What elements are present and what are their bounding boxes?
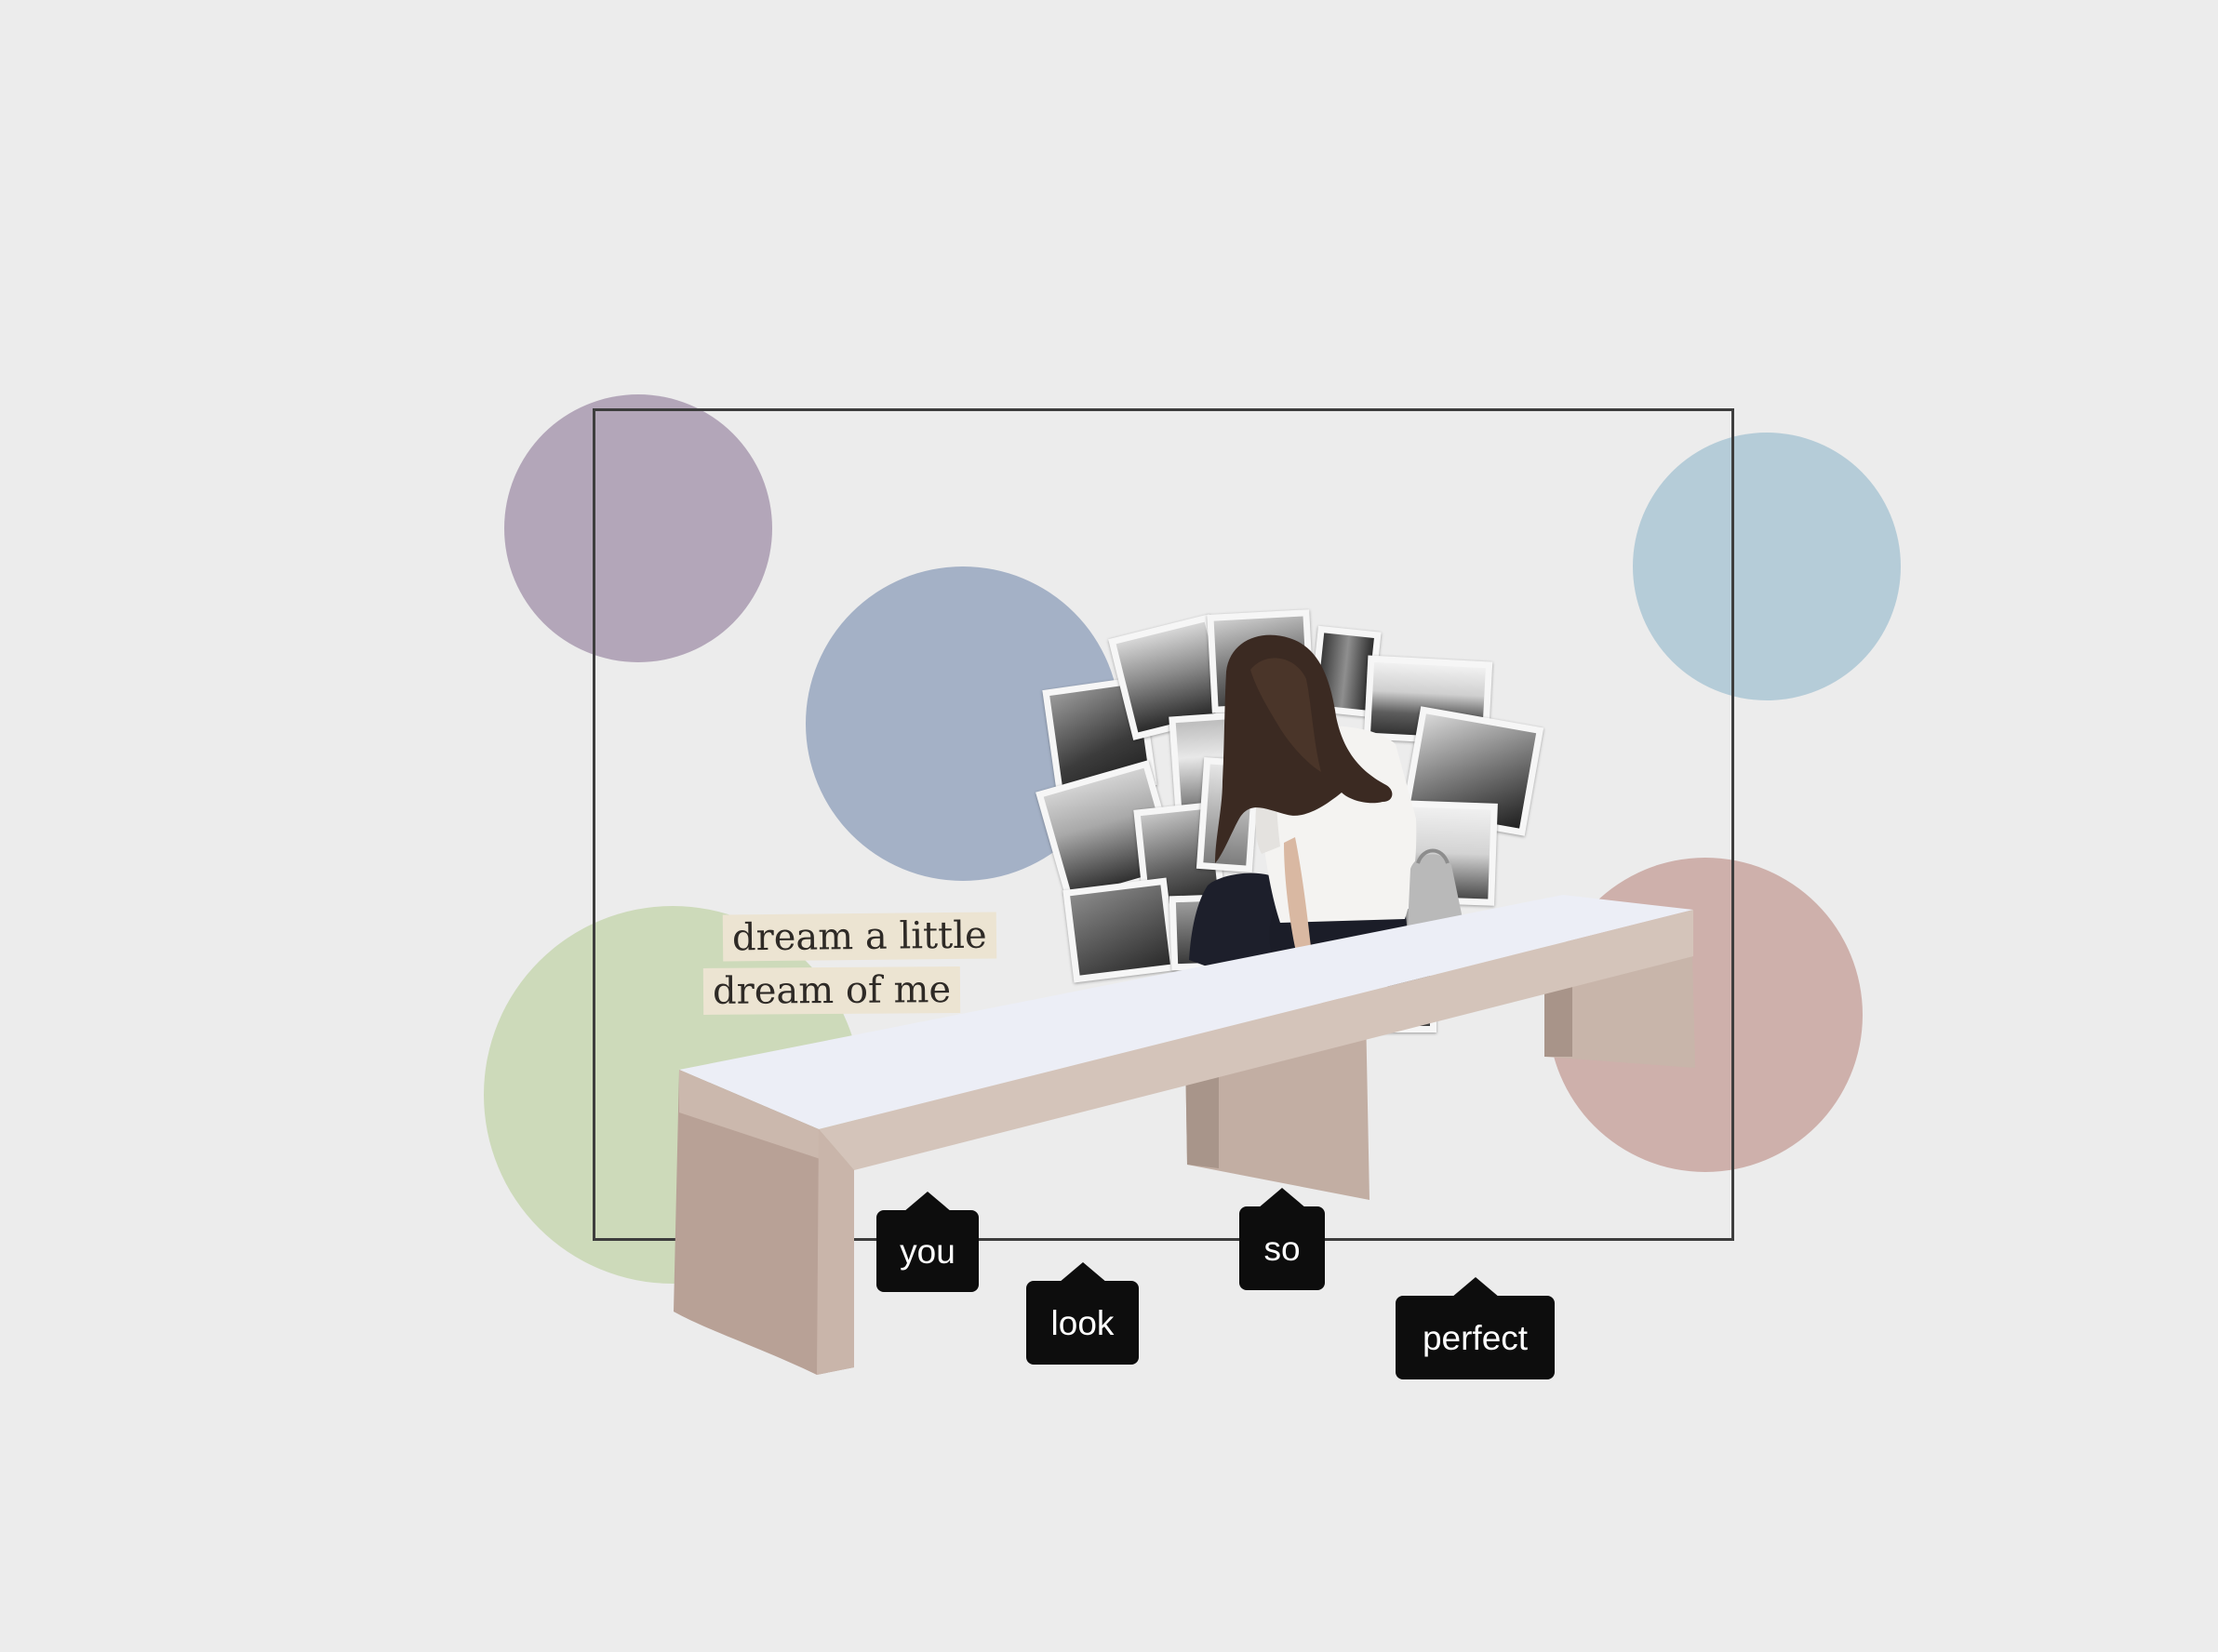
quote-line-1: dream a little — [722, 912, 996, 962]
tag-so: so — [1239, 1188, 1325, 1290]
tag-look: look — [1026, 1262, 1139, 1365]
tag-perfect: perfect — [1396, 1277, 1555, 1379]
purple-circle — [504, 394, 772, 662]
quote-line-2: dream of me — [702, 966, 961, 1015]
tag-you: you — [876, 1192, 979, 1292]
light-blue-circle — [1633, 433, 1901, 700]
outline-frame — [593, 408, 1734, 1241]
